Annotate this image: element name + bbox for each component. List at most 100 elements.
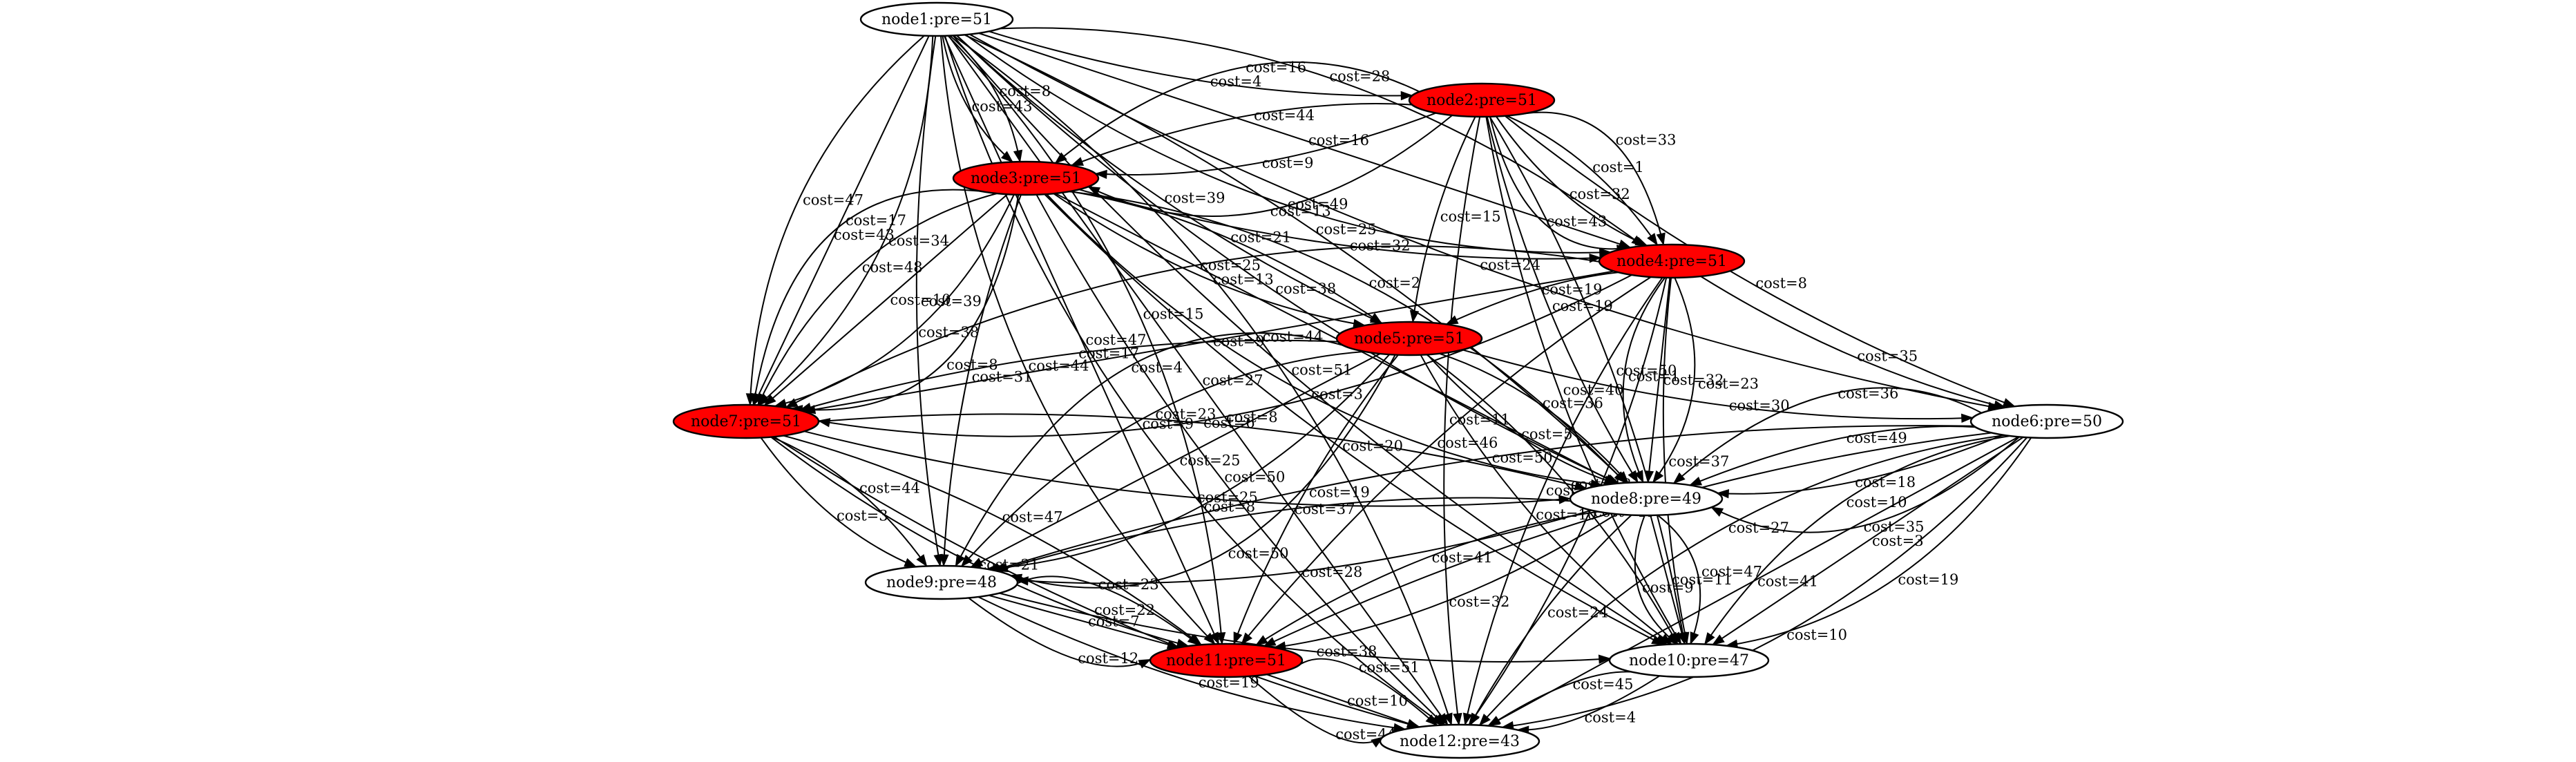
- edge-node8-node10: cost=11: [1650, 515, 1733, 645]
- node-label: node5:pre=51: [1354, 330, 1464, 347]
- edge-node9-node10: cost=38: [999, 592, 1612, 664]
- node-ellipse: [1598, 243, 1746, 279]
- edge-line: [1502, 437, 2028, 728]
- edge-cost-label: cost=35: [1857, 348, 1918, 365]
- edge-line: [1485, 116, 1682, 645]
- edge-node7-node9: cost=3: [760, 437, 917, 568]
- graph-node-node2: node2:pre=51: [1408, 82, 1556, 118]
- edge-node2-node3: cost=9: [1094, 112, 1437, 180]
- arrowhead-icon: [933, 553, 943, 567]
- edge-line: [1420, 354, 1672, 645]
- edge-cost-label: cost=47: [1002, 509, 1063, 526]
- edge-line: [953, 35, 1453, 725]
- edge-line: [1726, 437, 2032, 647]
- edge-node2-node6: cost=8: [1504, 115, 2016, 408]
- edge-cost-label: cost=1: [1592, 159, 1644, 175]
- arrowhead-icon: [1647, 233, 1658, 246]
- edge-node7-node8: cost=6: [818, 413, 1587, 490]
- edge-line: [989, 30, 1413, 97]
- arrowhead-icon: [939, 554, 949, 567]
- edge-node6-node8: cost=35: [1710, 436, 2020, 535]
- node-ellipse: [672, 403, 820, 439]
- edge-cost-label: cost=43: [1546, 213, 1607, 230]
- edges-layer: cost=4cost=8cost=43cost=28cost=16cost=49…: [745, 27, 2032, 748]
- edge-line: [971, 353, 1381, 568]
- edge-cost-label: cost=17: [1078, 345, 1139, 362]
- arrowhead-icon: [799, 402, 812, 412]
- edge-cost-label: cost=48: [862, 259, 923, 276]
- edge-line: [770, 436, 1189, 647]
- edge-cost-label: cost=15: [1440, 208, 1501, 225]
- node-label: node6:pre=50: [1992, 413, 2102, 430]
- edge-cost-label: cost=10: [890, 292, 951, 308]
- edge-node1-node12: cost=27: [948, 35, 1449, 726]
- node-label: node11:pre=51: [1166, 652, 1286, 669]
- edge-line: [947, 35, 1223, 645]
- edge-node4-node10: cost=37: [1662, 277, 1729, 645]
- graph-node-node4: node4:pre=51: [1598, 243, 1746, 279]
- edge-line: [1095, 112, 1437, 175]
- edge-line: [1479, 435, 2005, 726]
- edge-line: [773, 436, 1420, 728]
- edge-node4-node11: cost=46: [1241, 276, 1652, 645]
- edge-cost-label: cost=25: [1197, 489, 1258, 506]
- edge-line: [1266, 674, 1419, 728]
- edge-node10-node12: cost=45: [1488, 671, 1633, 727]
- edge-line: [783, 435, 1202, 646]
- edge-cost-label: cost=11: [1672, 571, 1733, 588]
- edge-cost-label: cost=25: [1180, 453, 1241, 469]
- edge-line: [1446, 272, 1619, 325]
- graph-node-node6: node6:pre=50: [1969, 403, 2124, 439]
- edge-cost-label: cost=5: [1521, 426, 1573, 443]
- node-label: node9:pre=48: [886, 574, 997, 591]
- edge-cost-label: cost=4: [1131, 359, 1183, 376]
- edge-node8-node9: cost=28: [1015, 509, 1592, 586]
- edge-node5-node6: cost=30: [1462, 349, 1974, 423]
- edge-line: [1255, 511, 1599, 646]
- edge-cost-label: cost=16: [1308, 132, 1369, 149]
- arrowhead-icon: [1094, 169, 1107, 180]
- edge-line: [749, 35, 925, 406]
- edge-cost-label: cost=41: [1432, 549, 1493, 566]
- edge-cost-label: cost=43: [834, 227, 895, 243]
- graph-node-node10: node10:pre=47: [1608, 642, 1770, 678]
- edge-line: [993, 425, 1974, 571]
- arrowhead-icon: [1656, 232, 1666, 246]
- arrowhead-icon: [1263, 637, 1277, 647]
- edge-cost-label: cost=47: [1701, 564, 1762, 580]
- edge-node1-node11: cost=47: [943, 35, 1220, 645]
- node-ellipse: [952, 160, 1100, 196]
- arrowhead-icon: [1704, 632, 1715, 645]
- edge-line: [1652, 277, 1696, 483]
- edge-cost-label: cost=36: [1838, 385, 1898, 402]
- arrowhead-icon: [1488, 716, 1502, 727]
- edge-cost-label: cost=46: [1437, 435, 1498, 451]
- edge-cost-label: cost=7: [1088, 613, 1140, 630]
- edge-cost-label: cost=50: [1228, 545, 1289, 562]
- edge-line: [1496, 115, 1648, 247]
- edge-node8-node10: cost=47: [1657, 514, 1762, 645]
- node-label: node12:pre=43: [1400, 733, 1520, 750]
- edge-node11-node12: cost=51: [1299, 658, 1438, 726]
- edge-node6-node8: cost=36: [1672, 385, 1983, 484]
- arrowhead-icon: [1598, 654, 1612, 664]
- edge-line: [1489, 116, 1629, 250]
- node-ellipse: [1408, 82, 1556, 118]
- edge-node6-node8: cost=49: [1688, 426, 1976, 486]
- edge-cost-label: cost=44: [1263, 329, 1324, 345]
- nodes-layer: node1:pre=51node2:pre=51node3:pre=51node…: [672, 1, 2124, 759]
- edge-node8-node11: cost=41: [1254, 511, 1599, 646]
- edge-cost-label: cost=38: [1317, 643, 1377, 660]
- arrowhead-icon: [1445, 315, 1459, 325]
- edge-node5-node9: cost=4: [955, 332, 1344, 567]
- arrowhead-icon: [1666, 633, 1679, 645]
- edge-cost-label: cost=38: [1275, 280, 1336, 297]
- arrowhead-icon: [1187, 634, 1201, 646]
- node-label: node8:pre=49: [1591, 490, 1701, 508]
- edge-cost-label: cost=22: [1094, 602, 1155, 618]
- edge-node10-node12: cost=4: [1516, 675, 1661, 735]
- edge-line: [764, 193, 1008, 406]
- node-ellipse: [1149, 642, 1304, 678]
- arrowhead-icon: [1013, 149, 1023, 163]
- edge-cost-label: cost=34: [888, 232, 949, 249]
